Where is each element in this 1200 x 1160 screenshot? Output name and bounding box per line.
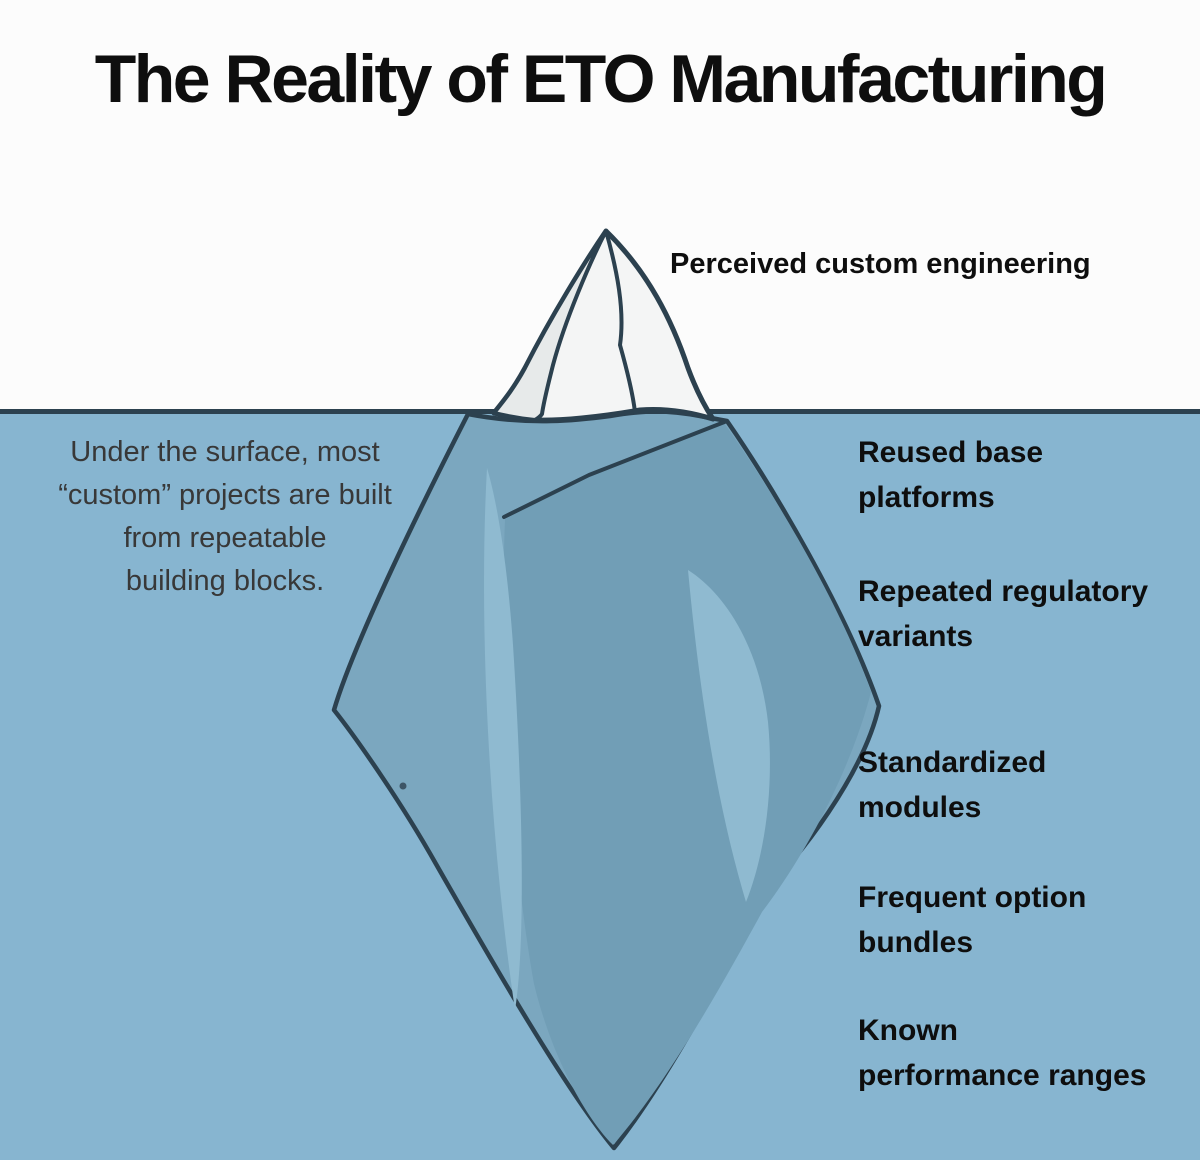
iceberg-highlight-left (484, 468, 522, 1010)
underwater-label-repeated-regulatory-variants: Repeated regulatory variants (858, 575, 1149, 653)
iceberg-deep-facet (503, 423, 871, 1145)
iceberg-highlight-right (688, 570, 770, 902)
iceberg-speck (399, 782, 407, 790)
left-caption: Under the surface, most “custom” project… (58, 436, 392, 597)
underwater-label-standardized-modules: Standardized modules (858, 746, 1047, 824)
underwater-label-reused-base-platforms: Reused base platforms (858, 436, 1044, 514)
surface-label: Perceived custom engineering (670, 248, 1091, 280)
underwater-label-known-performance-ranges: Known performance ranges (858, 1014, 1147, 1092)
iceberg-crack-line (502, 419, 729, 519)
underwater-label-frequent-option-bundles: Frequent option bundles (858, 881, 1087, 959)
page-title: The Reality of ETO Manufacturing (94, 41, 1108, 117)
iceberg-tip-shaded-facet (492, 229, 608, 422)
iceberg-tip-facet-line (604, 229, 637, 414)
